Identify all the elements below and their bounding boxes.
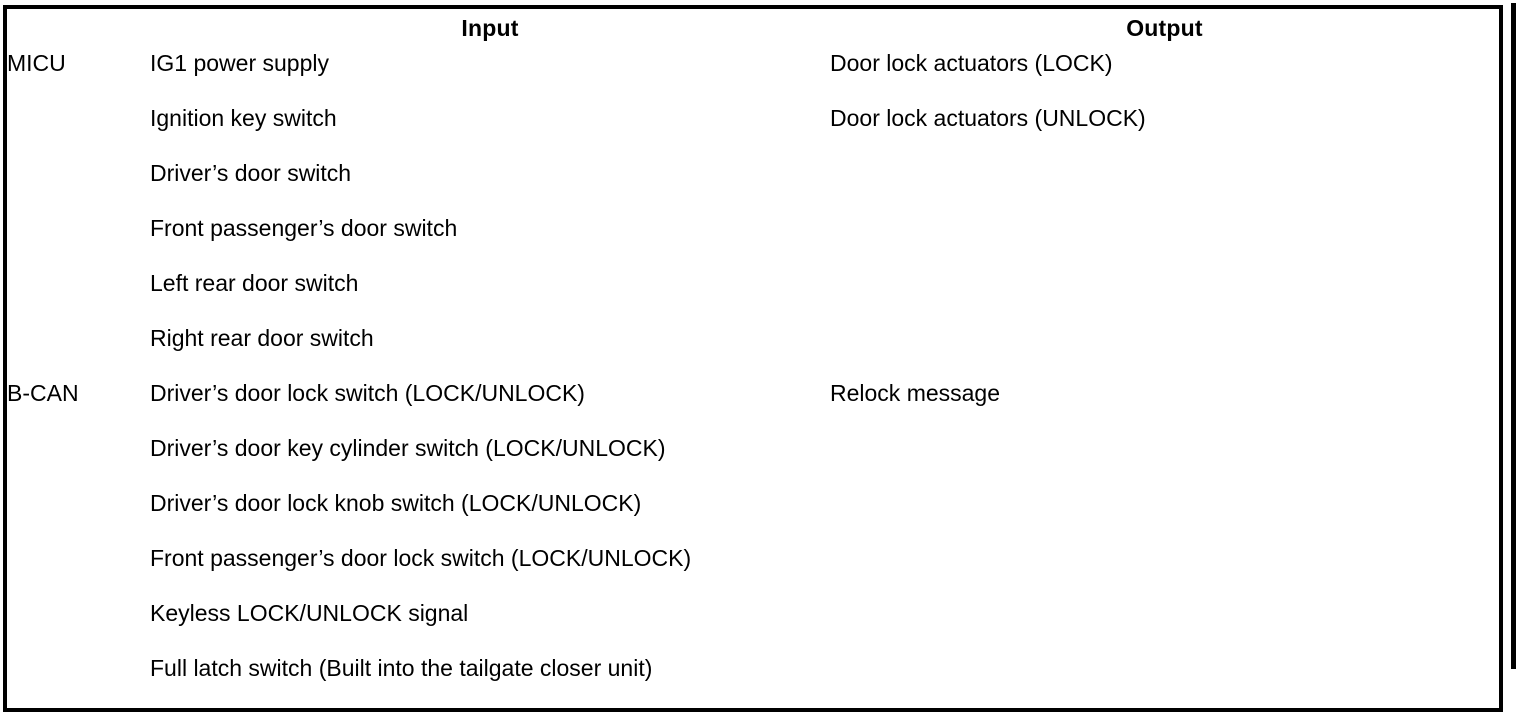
page-root: Input Output MICU IG1 power supply Ignit… [3,3,1516,712]
page-edge-rule [1511,3,1516,669]
header-output: Output [830,7,1501,48]
table-header-row: Input Output [5,7,1501,48]
input-list-micu: IG1 power supply Ignition key switch Dri… [150,48,830,378]
list-item: Left rear door switch [150,270,359,296]
list-item: Door lock actuators (LOCK) [830,50,1113,76]
cell-inputs-bcan: Driver’s door lock switch (LOCK/UNLOCK) … [150,378,830,710]
cell-outputs-bcan: Relock message [830,378,1501,710]
output-list-micu: Door lock actuators (LOCK) Door lock act… [830,48,1499,158]
list-item: Front passenger’s door switch [150,215,458,241]
cell-module-micu: MICU [5,48,150,378]
table-row-micu: MICU IG1 power supply Ignition key switc… [5,48,1501,378]
output-list-bcan: Relock message [830,378,1499,433]
list-item: Keyless LOCK/UNLOCK signal [150,600,469,626]
list-item: Driver’s door lock knob switch (LOCK/UNL… [150,490,642,516]
cell-module-bcan: B-CAN [5,378,150,710]
header-module [5,7,150,48]
header-input: Input [150,7,830,48]
module-label-bcan: B-CAN [7,380,79,406]
cell-outputs-micu: Door lock actuators (LOCK) Door lock act… [830,48,1501,378]
list-item: Driver’s door key cylinder switch (LOCK/… [150,435,666,461]
list-item: Full latch switch (Built into the tailga… [150,655,653,681]
module-label-micu: MICU [7,50,66,76]
list-item: Front passenger’s door lock switch (LOCK… [150,545,692,571]
list-item: Driver’s door switch [150,160,352,186]
list-item: Door lock actuators (UNLOCK) [830,105,1146,131]
input-output-table: Input Output MICU IG1 power supply Ignit… [3,5,1503,712]
table-row-bcan: B-CAN Driver’s door lock switch (LOCK/UN… [5,378,1501,710]
list-item: Driver’s door lock switch (LOCK/UNLOCK) [150,380,585,406]
cell-inputs-micu: IG1 power supply Ignition key switch Dri… [150,48,830,378]
list-item: IG1 power supply [150,50,329,76]
input-list-bcan: Driver’s door lock switch (LOCK/UNLOCK) … [150,378,830,708]
list-item: Ignition key switch [150,105,337,131]
list-item: Relock message [830,380,1001,406]
list-item: Right rear door switch [150,325,374,351]
